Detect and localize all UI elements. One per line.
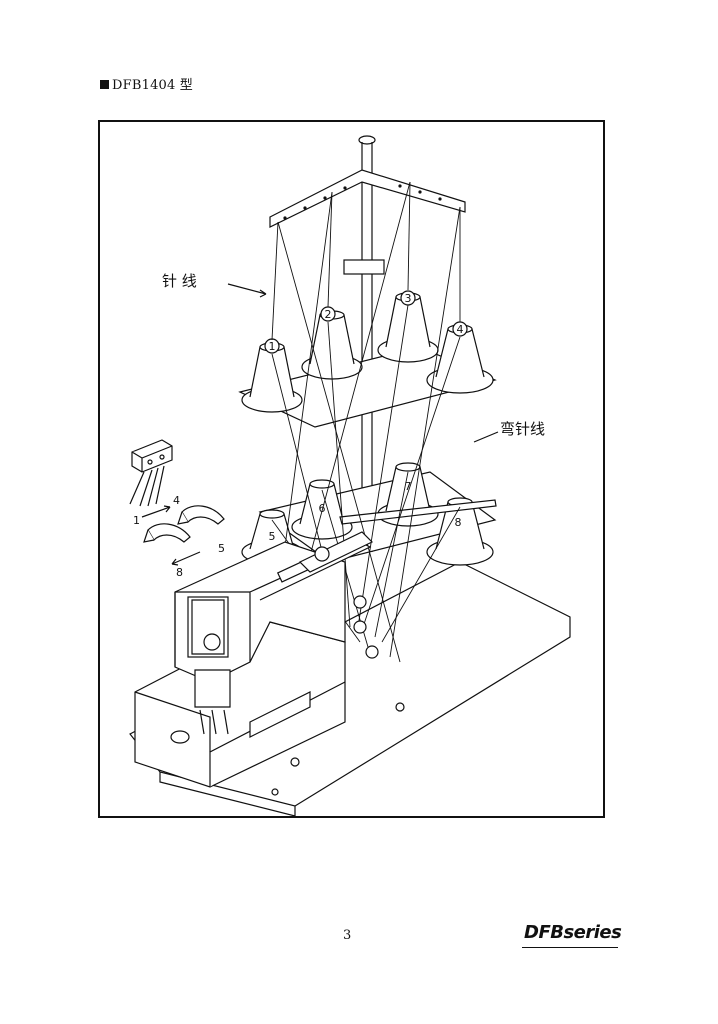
- square-bullet-icon: [100, 80, 109, 89]
- table-screw: [395, 702, 405, 712]
- inset-thread-guide: [129, 439, 173, 507]
- inset-label-1: 1: [133, 514, 140, 527]
- svg-text:1: 1: [269, 340, 276, 353]
- lower-guide-arm: [339, 499, 497, 525]
- looper-thread-label: 弯针线: [500, 420, 546, 438]
- inset-label-5: 5: [218, 542, 225, 555]
- mid-bracket: [343, 259, 385, 275]
- model-title: DFB1404 型: [112, 78, 194, 93]
- inset-looper-left: [143, 523, 191, 543]
- table-screw: [290, 757, 300, 767]
- model-header: DFB1404 型: [100, 74, 193, 93]
- needle-thread-label: 针 线: [162, 272, 197, 290]
- looper-threads: [271, 181, 461, 663]
- svg-text:5: 5: [269, 530, 276, 543]
- table-edge: [159, 772, 296, 816]
- pole-cap: [358, 135, 376, 145]
- svg-text:8: 8: [455, 516, 462, 529]
- cone-3: 3: [377, 290, 439, 363]
- inset-arrow-top: [141, 505, 171, 518]
- svg-text:6: 6: [319, 502, 326, 515]
- inset-arrow-bottom: [171, 551, 201, 566]
- looper-thread-leader: [473, 431, 499, 443]
- cone-6: 6: [291, 479, 353, 540]
- svg-text:3: 3: [405, 292, 412, 305]
- threading-diagram-frame: 1 2 3 4 5: [98, 120, 605, 818]
- cone-2: 2: [301, 306, 363, 380]
- stand-pole: [361, 142, 373, 552]
- table-screw: [271, 788, 279, 796]
- inset-label-8: 8: [176, 566, 183, 579]
- guide-holes: [283, 184, 442, 220]
- inset-looper-right: [177, 505, 225, 525]
- page-number: 3: [343, 928, 352, 943]
- svg-text:7: 7: [405, 480, 412, 493]
- cone-1: 1: [241, 338, 303, 413]
- cone-8: 8: [426, 497, 494, 566]
- inset-label-4: 4: [173, 494, 180, 507]
- top-guide-bar: [269, 169, 466, 228]
- needle-thread-leader: [227, 283, 267, 298]
- sewing-machine: [134, 531, 379, 788]
- brand-underline: [522, 947, 618, 948]
- threading-diagram: 1 2 3 4 5: [129, 135, 571, 816]
- svg-text:4: 4: [457, 323, 464, 336]
- brand-logo: DFBseries: [524, 922, 622, 943]
- svg-text:2: 2: [325, 308, 332, 321]
